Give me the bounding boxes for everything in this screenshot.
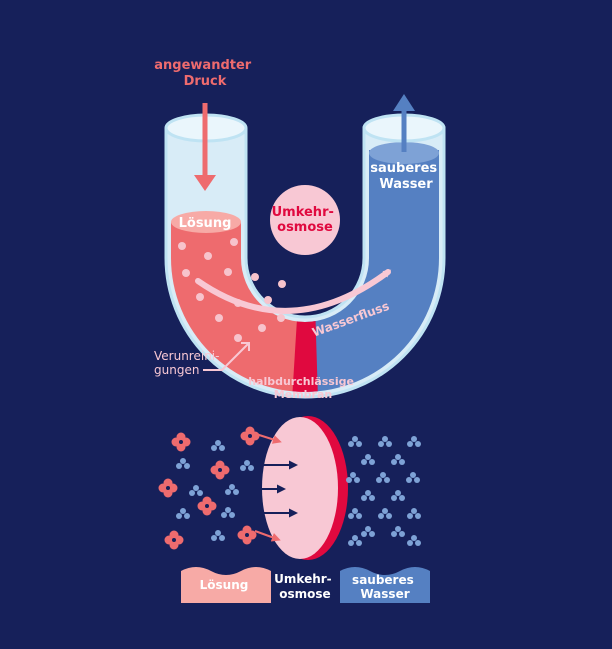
impurities-label: Verunreini- gungen xyxy=(154,349,223,377)
water-molecule-icon xyxy=(348,535,362,546)
water-molecule-icon xyxy=(346,472,360,483)
water-molecule-icon xyxy=(407,436,421,447)
membrane-face xyxy=(262,417,338,559)
reverse-osmosis-box-label: Umkehr- osmose xyxy=(274,572,336,601)
applied-pressure-label: angewandter Druck xyxy=(154,58,255,89)
passage-arrows xyxy=(262,460,298,518)
clean-water-label: sauberes Wasser xyxy=(370,161,441,192)
water-molecule-icon xyxy=(176,508,190,519)
water-molecule-icon xyxy=(378,508,392,519)
arrow-down-icon xyxy=(194,103,216,191)
tube-outline xyxy=(164,126,446,399)
impurities-pointer xyxy=(203,343,249,371)
water-molecule-icon xyxy=(406,472,420,483)
water-molecule-icon xyxy=(211,440,225,451)
bottom-legend: Lösung Umkehr- osmose sauberes Wasser xyxy=(181,567,430,603)
water-molecule-icon xyxy=(376,472,390,483)
contaminant-molecule-icon xyxy=(164,530,184,550)
arrow-up-icon xyxy=(393,94,415,152)
contaminant-molecule-icon xyxy=(210,460,230,480)
water-molecule-icon xyxy=(221,507,235,518)
solution-surface xyxy=(171,211,241,233)
contaminant-molecule-icon xyxy=(197,496,217,516)
water-molecule-icon xyxy=(378,436,392,447)
molecule-field xyxy=(158,426,421,550)
water-molecule-icon xyxy=(176,458,190,469)
solution-label: Lösung xyxy=(179,216,232,231)
water-molecule-icon xyxy=(391,526,405,537)
contaminant-molecule-icon xyxy=(171,432,191,452)
membrane-detail xyxy=(254,416,348,560)
water-molecule-icon xyxy=(361,526,375,537)
reverse-osmosis-label: Umkehr- osmose xyxy=(272,205,339,235)
membrane-label: halbdurchlässige Membran xyxy=(248,375,358,401)
clean-water-surface xyxy=(369,142,439,164)
clean-water-box-label: sauberes Wasser xyxy=(352,573,418,601)
water-molecule-icon xyxy=(391,454,405,465)
contaminant-molecule-icon xyxy=(237,525,257,545)
clean-water-box xyxy=(340,567,430,603)
water-molecule-icon xyxy=(189,485,203,496)
water-molecule-icon xyxy=(348,436,362,447)
water-molecule-icon xyxy=(225,484,239,495)
water-molecule-icon xyxy=(361,490,375,501)
water-molecule-icon xyxy=(391,490,405,501)
contaminant-molecule-icon xyxy=(158,478,178,498)
curved-arrow-icon xyxy=(195,269,392,314)
water-molecule-icon xyxy=(361,454,375,465)
impurities-pointer-head xyxy=(241,342,250,351)
blocked-arrows xyxy=(254,433,282,542)
impurity-dots xyxy=(178,238,286,342)
water-molecule-icon xyxy=(407,508,421,519)
water-molecule-icon xyxy=(407,535,421,546)
water-molecule-icon xyxy=(348,508,362,519)
solution-box xyxy=(181,567,271,603)
contaminant-molecule-icon xyxy=(240,426,260,446)
reverse-osmosis-circle xyxy=(270,185,340,255)
water-molecule-icon xyxy=(240,460,254,471)
water-molecule-icon xyxy=(211,530,225,541)
solution-box-label: Lösung xyxy=(200,578,249,592)
